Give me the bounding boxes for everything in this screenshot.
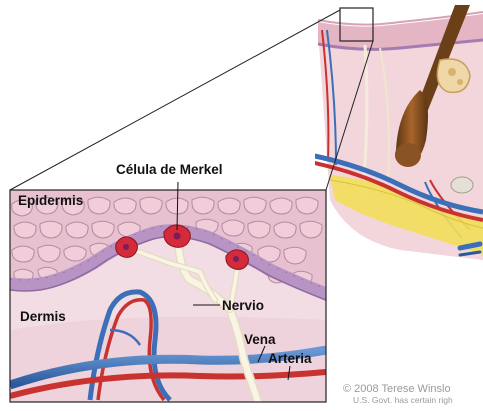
label-epidermis: Epidermis: [18, 194, 83, 208]
merkel-cell: [226, 250, 248, 270]
label-dermis: Dermis: [20, 310, 66, 324]
label-nervio: Nervio: [222, 299, 264, 313]
skin-cross-section: [310, 5, 483, 260]
label-arteria: Arteria: [268, 352, 312, 366]
label-merkel-cell: Célula de Merkel: [116, 163, 223, 177]
label-vena: Vena: [244, 333, 276, 347]
copyright-line: © 2008 Terese Winslo: [343, 384, 451, 395]
rights-line: U.S. Govt. has certain righ: [353, 396, 453, 405]
inset-magnified-view: [10, 190, 326, 402]
merkel-cell: [116, 237, 138, 258]
